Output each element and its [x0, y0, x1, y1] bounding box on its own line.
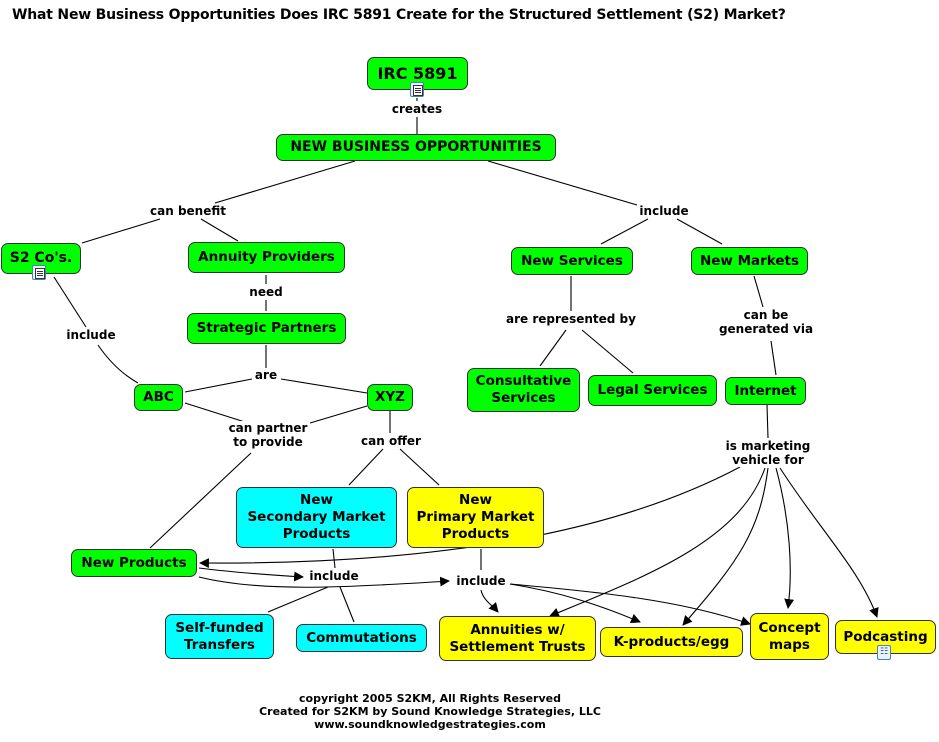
concept-new-primary-market-products[interactable]: New Primary Market Products — [407, 487, 544, 548]
link-arerep-consultative — [539, 329, 567, 367]
link-include-newservices — [600, 218, 649, 245]
concept-map-icon[interactable]: ☷ — [877, 645, 891, 660]
footer: copyright 2005 S2KM, All Rights Reserved… — [0, 692, 860, 731]
link-ismarketing-annuities — [549, 467, 766, 618]
link-secondary-include — [332, 548, 336, 569]
concept-new-secondary-market-products[interactable]: New Secondary Market Products — [236, 487, 397, 548]
website-link[interactable]: www.soundknowledgestrategies.com — [314, 718, 546, 731]
concept-strategic-partners[interactable]: Strategic Partners — [187, 313, 346, 344]
link-include-selffunded — [267, 586, 329, 613]
concept-new-markets[interactable]: New Markets — [691, 247, 808, 275]
link-label-can-be-generated-via: can be generated via — [716, 308, 816, 336]
link-include-newmarkets — [676, 218, 723, 245]
link-label-can-partner: can partner to provide — [226, 421, 310, 449]
concept-self-funded-transfers[interactable]: Self-funded Transfers — [165, 614, 274, 659]
link-s2-include — [53, 276, 87, 328]
document-icon[interactable] — [32, 265, 46, 280]
link-canoffer-secondary — [348, 448, 384, 486]
link-label-include-s2: include — [64, 328, 118, 342]
concept-annuities-with-settlement-trusts[interactable]: Annuities w/ Settlement Trusts — [439, 616, 596, 661]
concept-xyz[interactable]: XYZ — [367, 384, 413, 411]
concept-commutations[interactable]: Commutations — [296, 624, 427, 652]
link-newproducts-include-primary — [198, 576, 450, 588]
link-canbenefit-s2 — [81, 218, 161, 244]
link-label-can-offer: can offer — [359, 434, 423, 448]
link-label-need: need — [247, 285, 285, 299]
map-title: What New Business Opportunities Does IRC… — [12, 7, 786, 23]
link-label-are: are — [252, 368, 280, 382]
link-label-include-secondary: include — [307, 569, 361, 583]
link-label-are-represented-by: are represented by — [504, 312, 638, 326]
link-canoffer-primary — [399, 448, 440, 486]
link-newproducts-include-secondary — [198, 567, 304, 582]
link-ismarketing-podcasting — [779, 467, 879, 618]
link-ismarketing-kproducts — [682, 467, 769, 626]
link-nbo-include — [487, 160, 638, 206]
link-arerep-legal — [581, 329, 634, 374]
concept-k-products-egg[interactable]: K-products/egg — [600, 627, 743, 657]
link-include-kproducts — [509, 583, 641, 624]
link-label-is-marketing-vehicle: is marketing vehicle for — [723, 439, 813, 467]
link-are-xyz — [280, 378, 368, 394]
link-canpartner-newproducts — [149, 452, 252, 549]
concept-legal-services[interactable]: Legal Services — [588, 375, 717, 406]
concept-annuity-providers[interactable]: Annuity Providers — [188, 242, 345, 273]
link-include-abc — [97, 344, 139, 384]
link-label-can-benefit: can benefit — [148, 204, 228, 218]
concept-consultative-services[interactable]: Consultative Services — [467, 368, 580, 412]
link-label-creates: creates — [389, 102, 445, 116]
created-by-text: Created for S2KM by Sound Knowledge Stra… — [259, 705, 601, 718]
link-nbo-canbenefit — [214, 160, 356, 204]
concept-internet[interactable]: Internet — [725, 377, 806, 405]
link-newmarkets-canbe — [753, 275, 764, 308]
concept-concept-maps[interactable]: Concept maps — [750, 613, 829, 660]
concept-abc[interactable]: ABC — [134, 384, 183, 411]
document-icon[interactable] — [410, 82, 424, 97]
concept-new-business-opportunities[interactable]: NEW BUSINESS OPPORTUNITIES — [276, 134, 556, 161]
link-include-conceptmaps — [509, 583, 751, 626]
link-abc-canpartner — [184, 402, 249, 424]
link-are-abc — [184, 378, 253, 393]
link-include-commutations — [339, 586, 355, 623]
link-include-annuities — [480, 589, 499, 613]
link-internet-ismarketing — [766, 404, 769, 439]
link-label-include-top: include — [637, 204, 691, 218]
link-canbenefit-annuity — [200, 218, 239, 242]
link-xyz-canpartner — [309, 405, 368, 424]
concept-new-services[interactable]: New Services — [511, 247, 633, 275]
link-label-include-primary: include — [454, 574, 508, 588]
copyright-text: copyright 2005 S2KM, All Rights Reserved — [299, 692, 561, 705]
concept-new-products[interactable]: New Products — [71, 549, 197, 577]
link-canbe-internet — [770, 340, 777, 376]
link-ismarketing-conceptmaps — [775, 467, 795, 609]
